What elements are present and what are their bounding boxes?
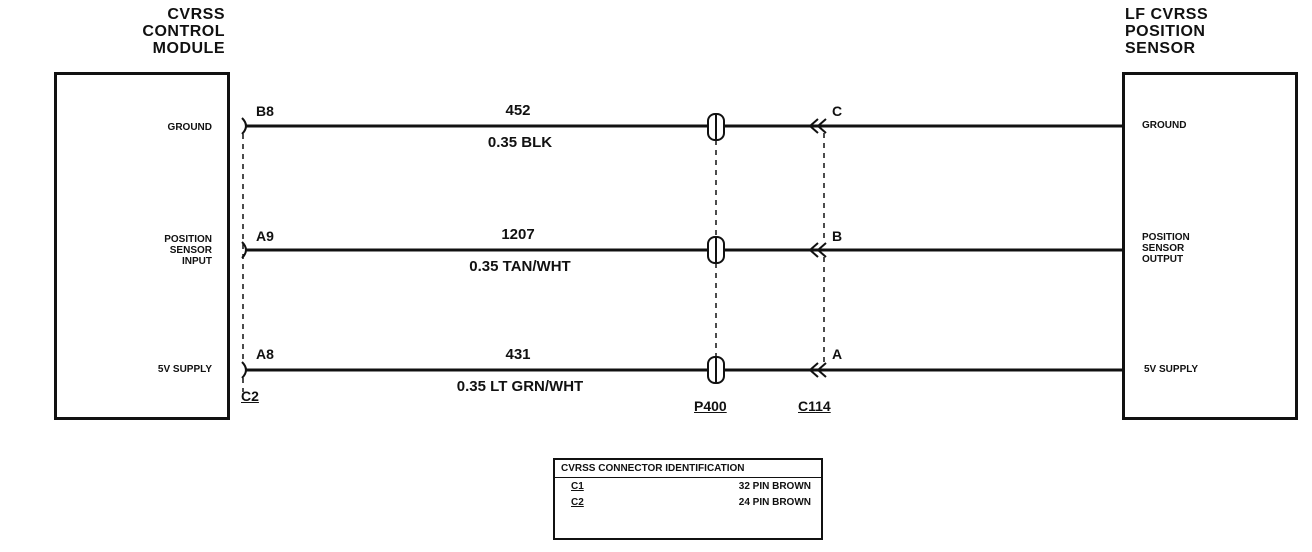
connector-table-id: C1 <box>571 481 584 492</box>
left-cavity-supply: A8 <box>256 346 274 362</box>
connector-table-desc: 24 PIN BROWN <box>738 497 811 508</box>
left-terminal-supply <box>241 361 247 379</box>
connector-p400-symbol-1 <box>707 113 725 141</box>
connector-c114-label: C114 <box>798 398 831 414</box>
right-pin-ground-label: GROUND <box>1142 120 1187 131</box>
control-module-box <box>54 72 230 420</box>
wire-color-supply: 0.35 LT GRN/WHT <box>456 378 584 395</box>
connector-table-title: CVRSS CONNECTOR IDENTIFICATION <box>555 460 821 478</box>
control-module-title: CVRSS CONTROL MODULE <box>142 6 225 57</box>
left-pin-position-label: POSITION SENSOR INPUT <box>164 234 212 267</box>
connector-table-row: C2 24 PIN BROWN <box>555 494 821 510</box>
connector-p400-label: P400 <box>694 398 727 414</box>
right-cavity-ground: C <box>832 103 843 119</box>
wire-color-ground: 0.35 BLK <box>487 134 553 151</box>
wire-color-position: 0.35 TAN/WHT <box>469 258 571 275</box>
connector-c114-chevron-a <box>808 362 827 378</box>
left-cavity-position: A9 <box>256 228 274 244</box>
connector-p400-symbol-2 <box>707 236 725 264</box>
circuit-number-supply: 431 <box>505 346 531 363</box>
left-cavity-ground: B8 <box>256 103 274 119</box>
position-sensor-box <box>1122 72 1298 420</box>
left-pin-supply-label: 5V SUPPLY <box>157 364 212 375</box>
connector-c2-label: C2 <box>241 388 259 404</box>
connector-c114-chevron-c <box>808 118 827 134</box>
position-sensor-title: LF CVRSS POSITION SENSOR <box>1125 6 1209 57</box>
right-cavity-supply: A <box>832 346 843 362</box>
circuit-number-position: 1207 <box>501 226 535 243</box>
connector-c114-chevron-b <box>808 242 827 258</box>
left-pin-ground-label: GROUND <box>167 122 212 133</box>
connector-table-desc: 32 PIN BROWN <box>738 481 811 492</box>
connector-table-id: C2 <box>571 497 584 508</box>
circuit-number-ground: 452 <box>505 102 531 119</box>
connector-identification-table: CVRSS CONNECTOR IDENTIFICATION C1 32 PIN… <box>553 458 823 540</box>
right-cavity-position: B <box>832 228 843 244</box>
connector-table-row: C1 32 PIN BROWN <box>555 478 821 494</box>
left-terminal-ground <box>241 117 247 135</box>
right-pin-supply-label: 5V SUPPLY <box>1144 364 1199 375</box>
right-pin-position-label: POSITION SENSOR OUTPUT <box>1142 232 1190 265</box>
connector-p400-symbol-3 <box>707 356 725 384</box>
